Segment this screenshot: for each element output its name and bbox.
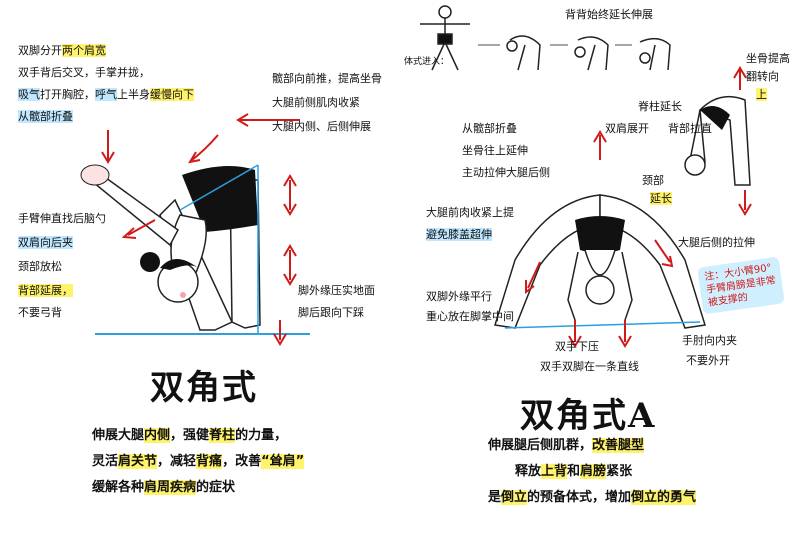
side-figure-shorts [700,106,730,130]
thigh-back-note: 大腿后侧的拉伸 [678,236,755,249]
hip-fold-2: 坐骨往上延伸 [462,144,528,157]
foot-note-1: 脚外缘压实地面 [298,284,375,297]
feet-note-1: 双脚外缘平行 [426,290,492,303]
elbows-note-1: 手肘向内夹 [682,334,737,347]
spine-note-2: 双肩展开 [605,122,649,135]
hands [80,164,110,186]
left-illustration [80,113,310,346]
sit-note-3: 上 [756,88,767,101]
side-figure-legs [698,95,751,186]
arm-note-5: 不要弓背 [18,306,62,319]
right-illustration [420,5,752,348]
step-line-2: 双手背后交叉，手掌并拢， [18,66,150,79]
hip-note-3: 大腿内侧、后侧伸展 [272,120,371,133]
hands-note-1: 双手下压 [555,340,599,353]
main-floor-line [504,321,701,329]
step-line-4: 从髋部折叠 [18,110,73,123]
shorts [182,166,258,232]
top-banner: 背背始终延长伸展 [565,8,653,21]
arm-note-4: 背部延展， [18,284,73,297]
side-figure-head [684,154,706,176]
sit-note-1: 坐骨提高 [746,52,790,65]
sit-note-2: 翻转向 [746,70,779,83]
arm-note-2: 双肩向后夹 [18,236,73,249]
spine-note-3: 背部拉直 [668,122,712,135]
hip-fold-3: 主动拉伸大腿后侧 [462,166,550,179]
neck-note-1: 颈部 [642,174,664,187]
hip-fold-1: 从髋部折叠 [462,122,517,135]
right-description-line-3: 是倒立的预备体式，增加倒立的勇气 [488,490,697,505]
elbows-note-2: 不要外开 [686,354,730,367]
right-panel: 背背始终延长伸展 体式进入： 坐骨提高 翻转向 上 脊柱延长 双肩展开 背部拉直… [400,0,800,533]
foot-note-2: 脚后跟向下踩 [298,306,364,319]
hair-bun [140,252,160,272]
thigh-front-2: 避免膝盖超伸 [426,228,492,241]
feet-note-2: 重心放在脚掌中间 [426,310,514,323]
main-leg-right [599,194,706,329]
hair [160,259,198,270]
main-torso [584,249,616,276]
main-shorts [575,216,625,253]
right-description-line-2: 释放上背和肩膀紧张 [515,464,633,479]
left-panel: 双脚分开两个肩宽 双手背后交叉，手掌并拢， 吸气打开胸腔，呼气上半身缓慢向下 从… [18,44,382,495]
spine-note-1: 脊柱延长 [638,100,682,113]
description-line-3: 缓解各种肩周疾病的症状 [92,480,236,495]
body-entry-label: 体式进入： [404,57,450,67]
side-figure-torso [689,109,706,163]
pose-title-a: 双角式A [520,396,657,436]
arm-note-1: 手臂伸直找后脑勺 [18,212,106,225]
main-head [585,275,615,305]
description-line-2: 灵活肩关节，减轻背痛，改善“耸肩” [92,454,305,469]
hands-note-2: 双手双脚在一条直线 [540,360,639,373]
right-description-line-1: 伸展腿后侧肌群，改善腿型 [488,438,645,453]
hip-note-1: 髋部向前推，提高坐骨 [272,72,382,85]
main-arms [567,251,633,321]
step-line-1: 双脚分开两个肩宽 [18,44,106,57]
guide-diagonal [179,164,259,211]
hip-note-2: 大腿前侧肌肉收紧 [272,96,360,109]
pose-title: 双角式 [150,368,258,408]
thigh-front-1: 大腿前肉收紧上提 [426,206,514,219]
neck-note-2: 延长 [650,192,672,205]
description-line-1: 伸展大腿内侧，强健脊柱的力量， [92,428,288,443]
sequence-figures [420,5,671,71]
step-line-3: 吸气打开胸腔，呼气上半身缓慢向下 [18,88,194,101]
arm-note-3: 颈部放松 [18,260,62,273]
